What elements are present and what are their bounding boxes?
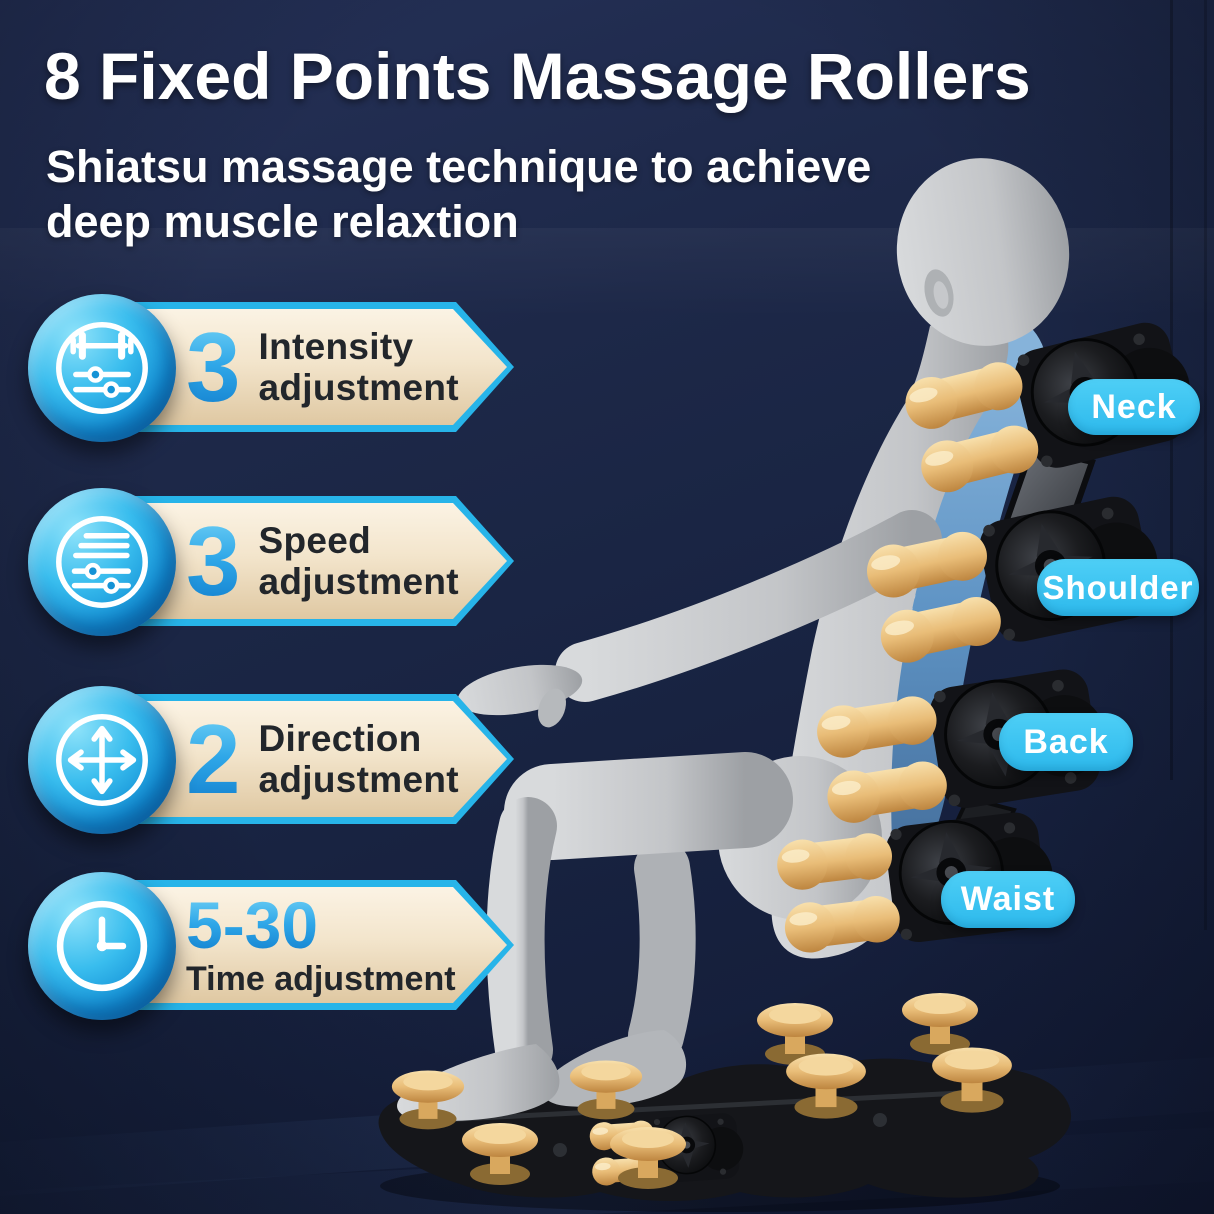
feature-label: Speed adjustment (258, 519, 459, 602)
feature-banner: 2 Direction adjustment (112, 694, 514, 824)
background-wall-edge-2 (1204, 0, 1207, 930)
shoulder-label-pill: Shoulder (1037, 559, 1199, 616)
intensity-sliders-icon (56, 322, 148, 414)
speed-badge (28, 488, 176, 636)
waist-label-pill: Waist (941, 871, 1075, 928)
feature-label: Intensity adjustment (258, 325, 459, 408)
subtitle-line1: Shiatsu massage technique to achieve (46, 141, 872, 192)
near-calf (486, 797, 557, 1079)
mannequin-legs (391, 797, 687, 1189)
feature-banner: 3 Intensity adjustment (112, 302, 514, 432)
thigh (504, 752, 793, 860)
feature-value: 3 (186, 312, 241, 422)
subtitle-line2: deep muscle relaxtion (46, 195, 519, 247)
far-calf (628, 840, 696, 1064)
speed-sliders-icon (56, 516, 148, 608)
feature-speed: 3 Speed adjustment (28, 488, 514, 638)
feature-value: 3 (186, 506, 241, 616)
direction-badge (28, 686, 176, 834)
feature-value: 5-30 (186, 887, 319, 962)
waist-label-text: Waist (960, 880, 1056, 918)
feature-time: 5-30 Time adjustment (28, 872, 514, 1022)
time-badge (28, 872, 176, 1020)
feature-direction: 2 Direction adjustment (28, 686, 514, 836)
page-subtitle: Shiatsu massage technique to achieve dee… (46, 140, 946, 250)
shoulder-label-text: Shoulder (1042, 568, 1194, 606)
neck-label-pill: Neck (1068, 379, 1200, 435)
intensity-badge (28, 294, 176, 442)
feature-banner: 5-30 Time adjustment (112, 880, 514, 1010)
feature-banner: 3 Speed adjustment (112, 496, 514, 626)
feature-label: Direction adjustment (258, 717, 459, 800)
feature-label: Time adjustment (186, 959, 456, 998)
thumb (537, 688, 567, 728)
neck-label-text: Neck (1091, 387, 1177, 426)
clock-icon (56, 900, 148, 992)
back-label-pill: Back (999, 713, 1133, 771)
back-label-text: Back (1023, 722, 1109, 761)
page-title: 8 Fixed Points Massage Rollers (44, 39, 1031, 113)
feature-intensity: 3 Intensity adjustment (28, 294, 514, 444)
feature-value: 2 (186, 704, 241, 814)
direction-arrows-icon (56, 714, 148, 806)
